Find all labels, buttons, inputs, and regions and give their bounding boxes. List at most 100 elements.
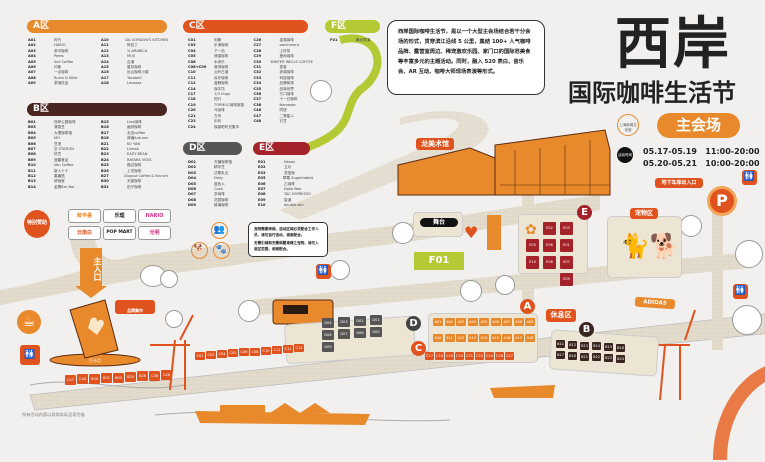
booth[interactable]: C03 [206,351,216,360]
booth[interactable]: B23 [604,354,613,363]
booth[interactable]: C18 [435,352,444,360]
booth[interactable]: D08 [322,330,334,340]
booth[interactable]: B03 [113,372,124,383]
f01-area[interactable]: F01 [414,252,464,270]
booth[interactable]: E10 [526,256,539,269]
booth[interactable]: C14 [294,343,304,352]
booth[interactable]: A11 [444,334,455,342]
booth[interactable]: A12 [456,334,466,342]
booth[interactable]: E09 [560,273,573,286]
booth[interactable]: C10 [261,346,271,355]
booth-code: B03 [28,125,36,130]
booth[interactable]: C46 [161,370,172,381]
booth[interactable]: C21 [465,352,474,360]
booth-code: A03 [28,48,36,53]
booth[interactable]: C01 [195,352,205,360]
booth[interactable]: B15 [604,343,613,352]
booth[interactable]: B17 [556,351,565,359]
restroom-icon[interactable]: 🚻 [316,264,331,279]
booth[interactable]: B31 [101,373,112,384]
zone-marker-b[interactable]: B [579,322,594,337]
booth[interactable]: A17 [513,334,524,342]
booth[interactable]: C19 [445,352,454,360]
booth[interactable]: A16 [502,334,512,342]
zone-marker-a[interactable]: A [520,299,535,314]
booth[interactable]: B11 [556,340,565,348]
booth[interactable]: A08 [513,318,524,326]
booth[interactable]: E07 [560,256,573,269]
booth[interactable]: D04 [322,318,334,328]
booth[interactable]: D09 [322,342,334,352]
booth[interactable]: E03 [560,222,573,235]
booth[interactable]: B30 [89,373,100,384]
booth[interactable]: C05 [228,349,238,358]
booth-name: % ARABICA [127,48,148,53]
booth[interactable]: A01 [433,318,443,326]
booth[interactable]: C04 [217,350,227,359]
booth[interactable]: C27 [505,352,514,360]
booth[interactable]: A02 [444,318,455,326]
arrow-down-icon [75,286,107,298]
booth[interactable]: B13 [580,341,589,350]
booth[interactable]: E08 [543,256,556,269]
booth-code: C14 [188,86,196,91]
booth[interactable]: B22 [592,353,601,362]
booth[interactable]: B18 [568,351,577,360]
booth[interactable]: A15 [490,334,501,342]
booth[interactable]: A06 [490,318,501,326]
booth[interactable]: E05 [526,239,539,252]
restroom-icon[interactable]: 🚻 [20,345,40,365]
booth[interactable]: C24 [485,352,494,360]
restroom-icon[interactable]: 🚻 [742,170,757,185]
booth[interactable]: B12 [568,340,577,349]
booth[interactable]: A13 [467,334,478,342]
booth[interactable]: C38 [149,370,160,381]
booth[interactable]: C12 [283,344,293,353]
booth[interactable]: C11 [272,345,282,354]
restroom-icon[interactable]: 🚻 [733,284,748,299]
booth[interactable]: D07 [338,328,350,339]
booth[interactable]: A05 [479,318,489,326]
booth[interactable]: D06 [354,327,366,338]
booth[interactable]: B21 [580,352,589,361]
zone-marker-e[interactable]: E [577,205,592,220]
booth[interactable]: A14 [479,334,489,342]
parking-icon[interactable]: P [707,186,737,216]
booth[interactable]: A09 [525,318,535,326]
booth[interactable]: C20 [455,352,464,360]
booth[interactable]: B25 [125,372,136,382]
booth[interactable]: D01 [370,314,382,325]
booth-name: Namaste [279,102,296,107]
main-entrance-arrow[interactable]: 主入口 [80,248,102,288]
zone-marker-c[interactable]: C [411,341,426,356]
booth[interactable]: A03 [456,318,466,326]
booth[interactable]: D03 [338,316,350,327]
zone-marker-d[interactable]: D [406,316,421,331]
booth[interactable]: C08 [250,347,260,356]
booth-name: 卫月 [284,165,292,170]
booth[interactable]: E02 [543,222,556,235]
booth[interactable]: C47 [65,375,76,385]
booth[interactable]: C22 [475,352,484,360]
booth[interactable]: E01 [560,239,573,252]
booth[interactable]: D05 [370,326,382,337]
booth[interactable]: C17 [425,352,434,360]
booth[interactable]: A18 [525,334,535,342]
booth[interactable]: C06 [239,348,249,357]
booth[interactable]: C48 [77,374,88,385]
booth[interactable]: A04 [467,318,478,326]
booth[interactable]: D02 [354,315,366,326]
booth[interactable]: B26 [137,371,148,382]
booth[interactable]: B16 [616,344,625,352]
booth[interactable]: A07 [502,318,512,326]
booth[interactable]: B14 [592,342,601,351]
booth[interactable]: C26 [495,352,504,360]
booth-name: 田子咖啡 [127,184,142,189]
booth[interactable]: B24 [616,355,625,363]
booth[interactable]: A10 [433,334,443,342]
booth[interactable]: E06 [543,239,556,252]
